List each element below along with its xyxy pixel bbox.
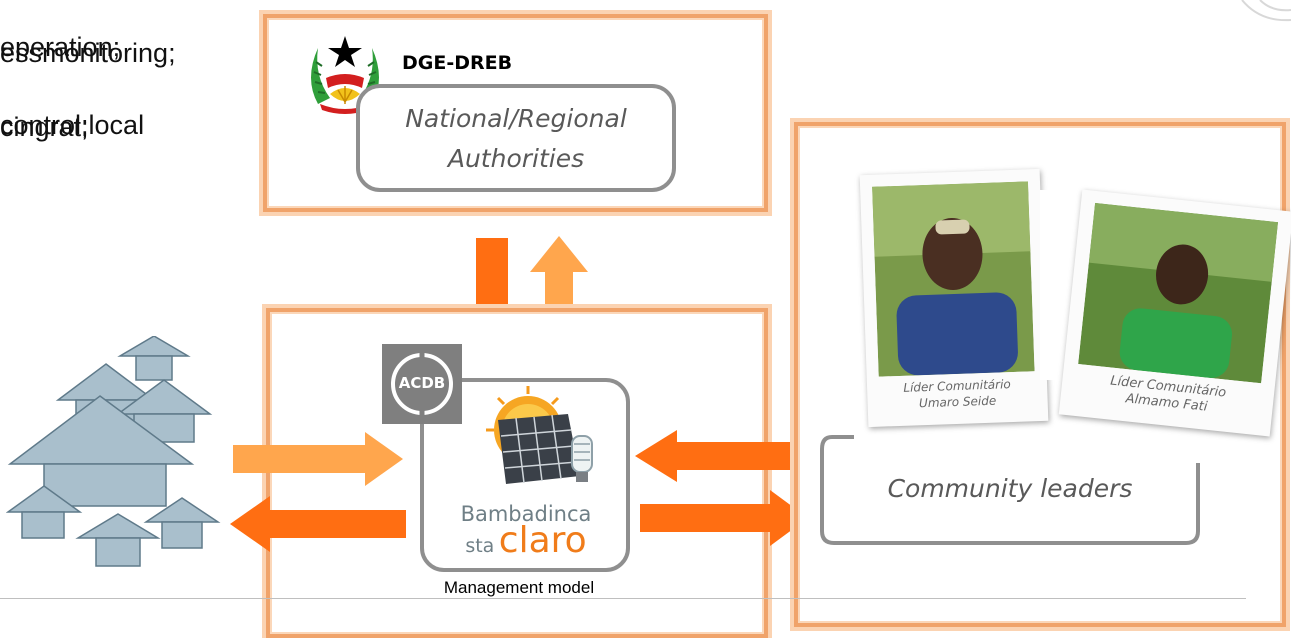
- globe-decoration: [1241, 0, 1291, 22]
- community-leaders-label: Community leaders: [887, 474, 1133, 503]
- arrow-management-to-houses: [230, 496, 406, 552]
- acdb-badge: ACDB: [382, 344, 462, 424]
- authorities-label-line1: National/Regional: [405, 104, 627, 133]
- footer-divider: [0, 598, 1246, 599]
- leader-portrait-1: [872, 181, 1035, 377]
- authority-org-name: DGE-DREB: [402, 52, 513, 74]
- authorities-label-line2: Authorities: [447, 144, 585, 173]
- leader-portrait-2: [1078, 202, 1279, 384]
- acdb-ring-icon: [391, 352, 453, 416]
- logo-claro: claro: [498, 520, 587, 561]
- arrow-management-to-community: [640, 490, 808, 546]
- logo-line2: sta claro: [436, 520, 616, 561]
- authorities-box: [356, 84, 676, 192]
- arrow-houses-to-management: [233, 432, 403, 486]
- background-text-2a: control;local: [0, 110, 145, 140]
- background-text-1b: essmonitoring;: [0, 38, 176, 68]
- logo-line1: Bambadinca: [460, 502, 592, 526]
- arrow-up-to-authorities: [530, 236, 588, 378]
- photo-overlap-strip: [1040, 190, 1068, 380]
- solar-panel-lamp-icon: [486, 386, 593, 484]
- leader-photo-1-caption: Líder Comunitário Umaro Seide: [867, 375, 1048, 413]
- acdb-badge-text: ACDB: [398, 374, 446, 392]
- community-leaders-box: [820, 435, 1200, 545]
- houses-icon: [6, 336, 221, 567]
- logo-sta: sta: [465, 535, 495, 557]
- authorities-label: National/Regional Authorities: [360, 99, 672, 179]
- leader-photo-1: Líder Comunitário Umaro Seide: [859, 168, 1049, 428]
- management-caption: Management model: [443, 578, 595, 597]
- background-text-2b: cingrat;: [0, 112, 89, 142]
- arrow-community-to-management: [635, 430, 805, 482]
- leader-photo-2: Líder Comunitário Almamo Fati: [1058, 189, 1291, 437]
- background-text-1a: eperation;: [0, 32, 121, 62]
